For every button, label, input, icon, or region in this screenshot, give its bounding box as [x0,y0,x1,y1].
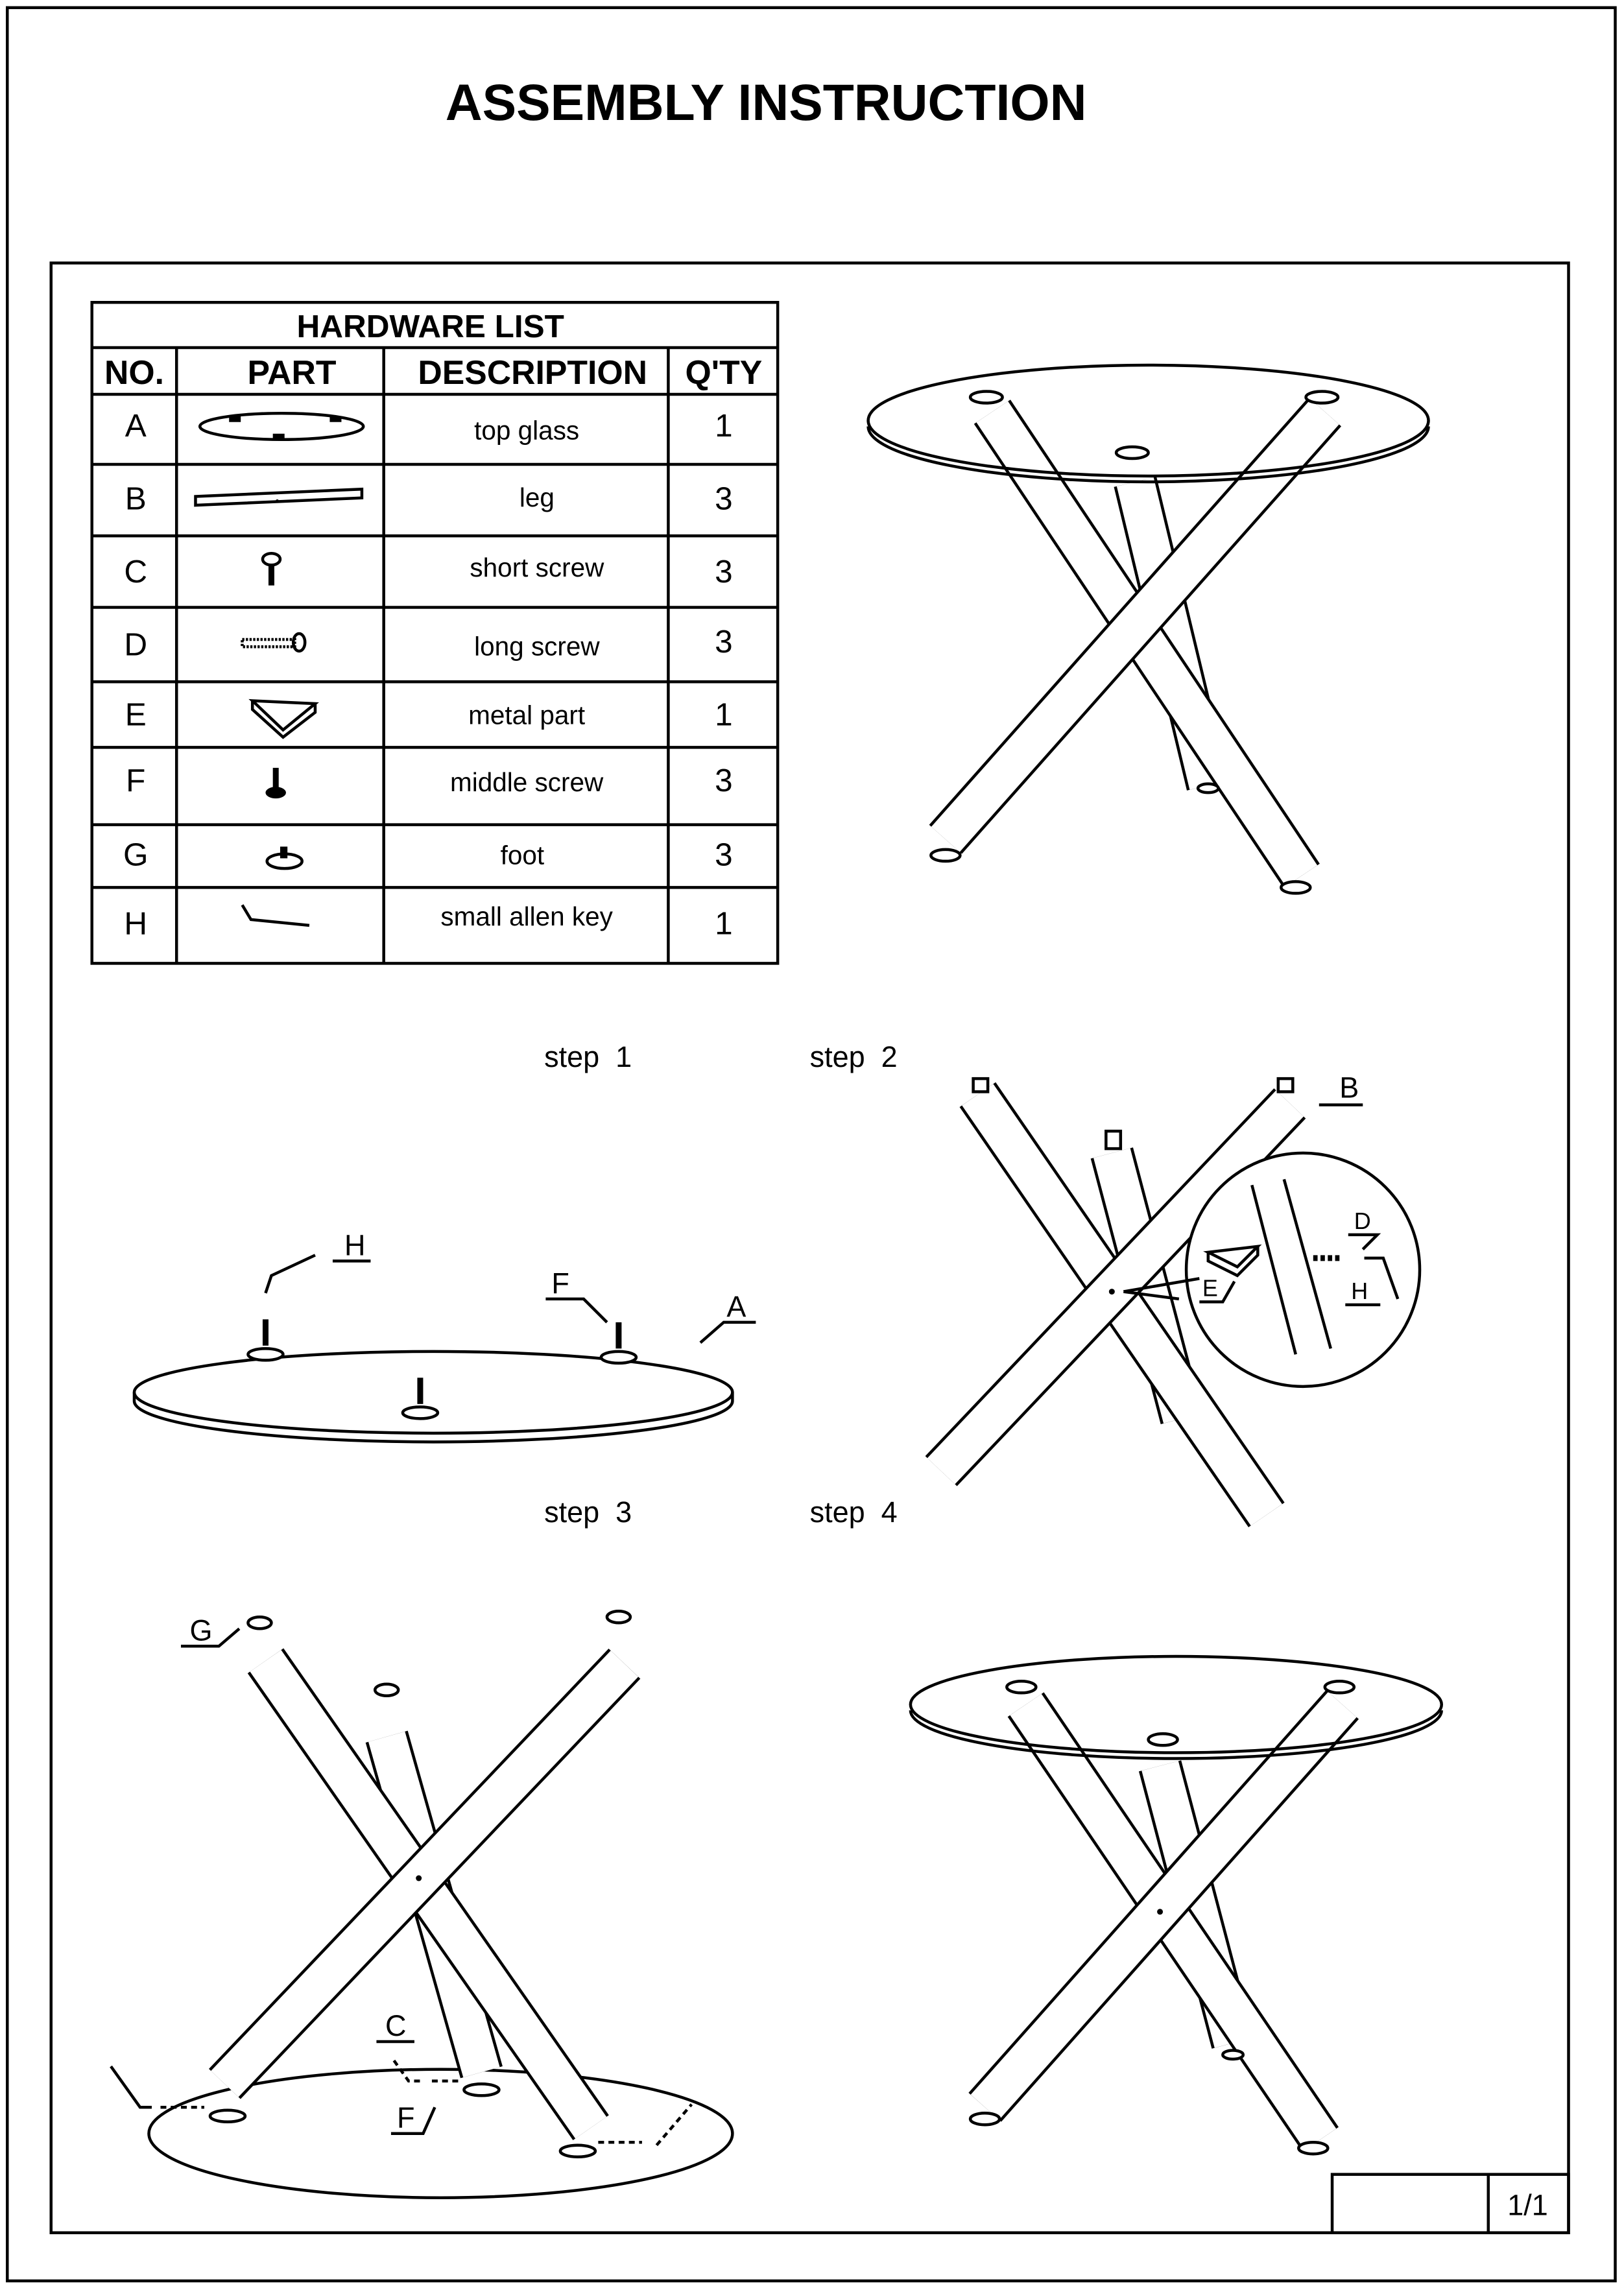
row-no: H [124,905,147,941]
row-qty: 3 [715,481,733,517]
middle-screw-icon [265,767,286,799]
step-2-illustration: B D E H [925,1071,1422,1527]
row-no: C [124,554,147,590]
callout-f: F [551,1267,569,1300]
callout-h: H [344,1228,366,1261]
step-3-illustration: G C F [110,1610,734,2199]
row-description: long screw [474,632,600,662]
step-4-illustration [909,1654,1444,2156]
callout-b: B [1339,1071,1359,1104]
row-description: leg [519,483,555,512]
hardware-table: HARDWARE LIST NO. PART DESCRIPTION Q'TY … [90,301,780,965]
callout-h: H [1351,1278,1368,1304]
step-1-illustration: H F A [132,1228,756,1444]
row-qty: 3 [715,554,733,590]
detail-callout-circle [1184,1151,1422,1389]
col-header-no: NO. [104,353,164,391]
col-header-description: DESCRIPTION [418,353,647,391]
row-no: G [123,837,149,873]
row-qty: 3 [715,624,733,660]
metal-part-icon [248,698,319,739]
inner-frame [49,261,1570,2234]
row-no: F [126,763,145,798]
row-no: B [125,481,147,517]
row-no: A [125,408,147,444]
step-2-label: step 2 [810,1040,898,1073]
row-qty: 1 [715,905,733,941]
col-header-part: PART [247,353,336,391]
row-description: foot [501,840,545,870]
row-qty: 3 [715,763,733,798]
callout-f: F [397,2101,414,2134]
col-header-qty: Q'TY [686,353,763,391]
hardware-list-title: HARDWARE LIST [297,309,564,344]
outer-border [5,6,1617,2283]
top-glass-icon [198,411,365,441]
leg-icon [194,487,364,507]
long-screw-icon [241,632,307,653]
row-description: small allen key [440,901,613,931]
row-description: metal part [468,700,585,730]
row-description: top glass [474,416,579,446]
row-no: E [125,697,147,733]
callout-g: G [189,1614,212,1647]
row-description: short screw [470,553,604,582]
callout-a: A [726,1290,746,1323]
callout-d: D [1354,1208,1371,1234]
step-1-label: step 1 [544,1040,632,1073]
page-number: 1/1 [1507,2189,1548,2222]
callout-c: C [385,2009,407,2042]
step-3-label: step 3 [544,1496,632,1529]
row-description: middle screw [450,767,604,797]
row-no: D [124,627,147,663]
row-qty: 3 [715,837,733,873]
allen-key-icon [241,904,310,927]
short-screw-icon [261,551,282,586]
footer-box: 1/1 [1330,2173,1570,2234]
page-title: ASSEMBLY INSTRUCTION [446,74,1087,131]
row-qty: 1 [715,408,733,444]
foot-icon [265,846,304,870]
step-4-label: step 4 [810,1496,898,1529]
row-qty: 1 [715,697,733,733]
assembled-table-illustration [866,363,1430,895]
callout-e: E [1202,1274,1218,1301]
